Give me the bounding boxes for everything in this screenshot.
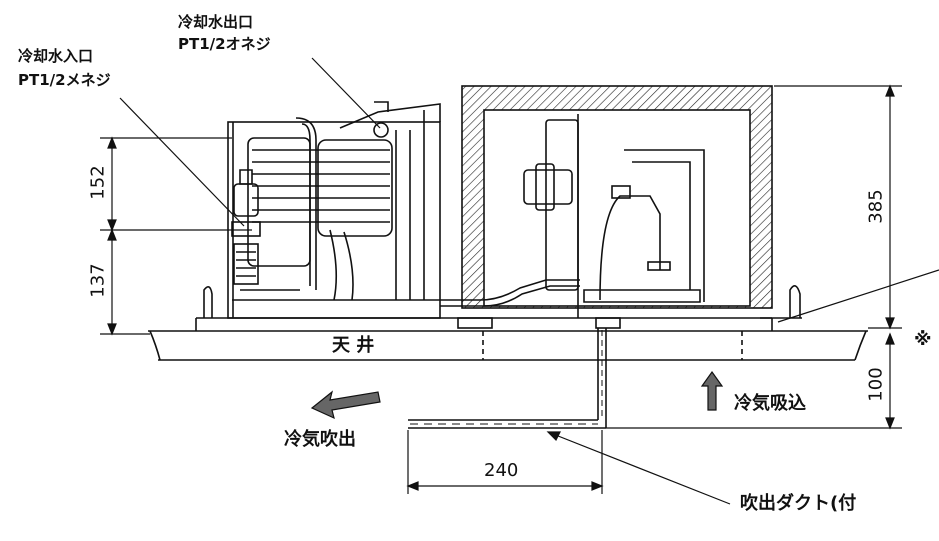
cold-air-out-arrow bbox=[310, 390, 381, 420]
dimension-385: 385 bbox=[865, 189, 887, 224]
water-outlet-label-line2: PT1/2オネジ bbox=[178, 35, 271, 53]
dimension-137: 137 bbox=[87, 263, 109, 298]
ceiling-slab bbox=[148, 317, 868, 361]
water-valve bbox=[231, 169, 261, 285]
cold-air-in-arrow bbox=[700, 370, 724, 411]
ceiling-label: 天 井 bbox=[332, 335, 375, 356]
cold-air-out-label: 冷気吹出 bbox=[284, 429, 356, 450]
water-inlet-label-line1: 冷却水入口 bbox=[18, 47, 94, 65]
dimension-240: 240 bbox=[484, 460, 519, 481]
evaporator-internals bbox=[440, 114, 802, 329]
discharge-duct bbox=[408, 328, 607, 429]
evaporator-housing bbox=[461, 85, 773, 309]
discharge-duct-label: 吹出ダクト(付 bbox=[740, 493, 857, 514]
water-outlet-label-line1: 冷却水出口 bbox=[178, 13, 254, 31]
cold-air-in-label: 冷気吸込 bbox=[734, 393, 806, 414]
condenser-unit bbox=[203, 101, 441, 319]
dimension-lines bbox=[100, 84, 902, 494]
water-inlet-label-line2: PT1/2メネジ bbox=[18, 71, 111, 89]
dimension-100: 100 bbox=[865, 367, 887, 402]
condenser-coil bbox=[247, 117, 393, 290]
dimension-152: 152 bbox=[87, 165, 109, 200]
note-mark: ※ bbox=[914, 329, 932, 350]
leader-lines bbox=[119, 57, 939, 505]
